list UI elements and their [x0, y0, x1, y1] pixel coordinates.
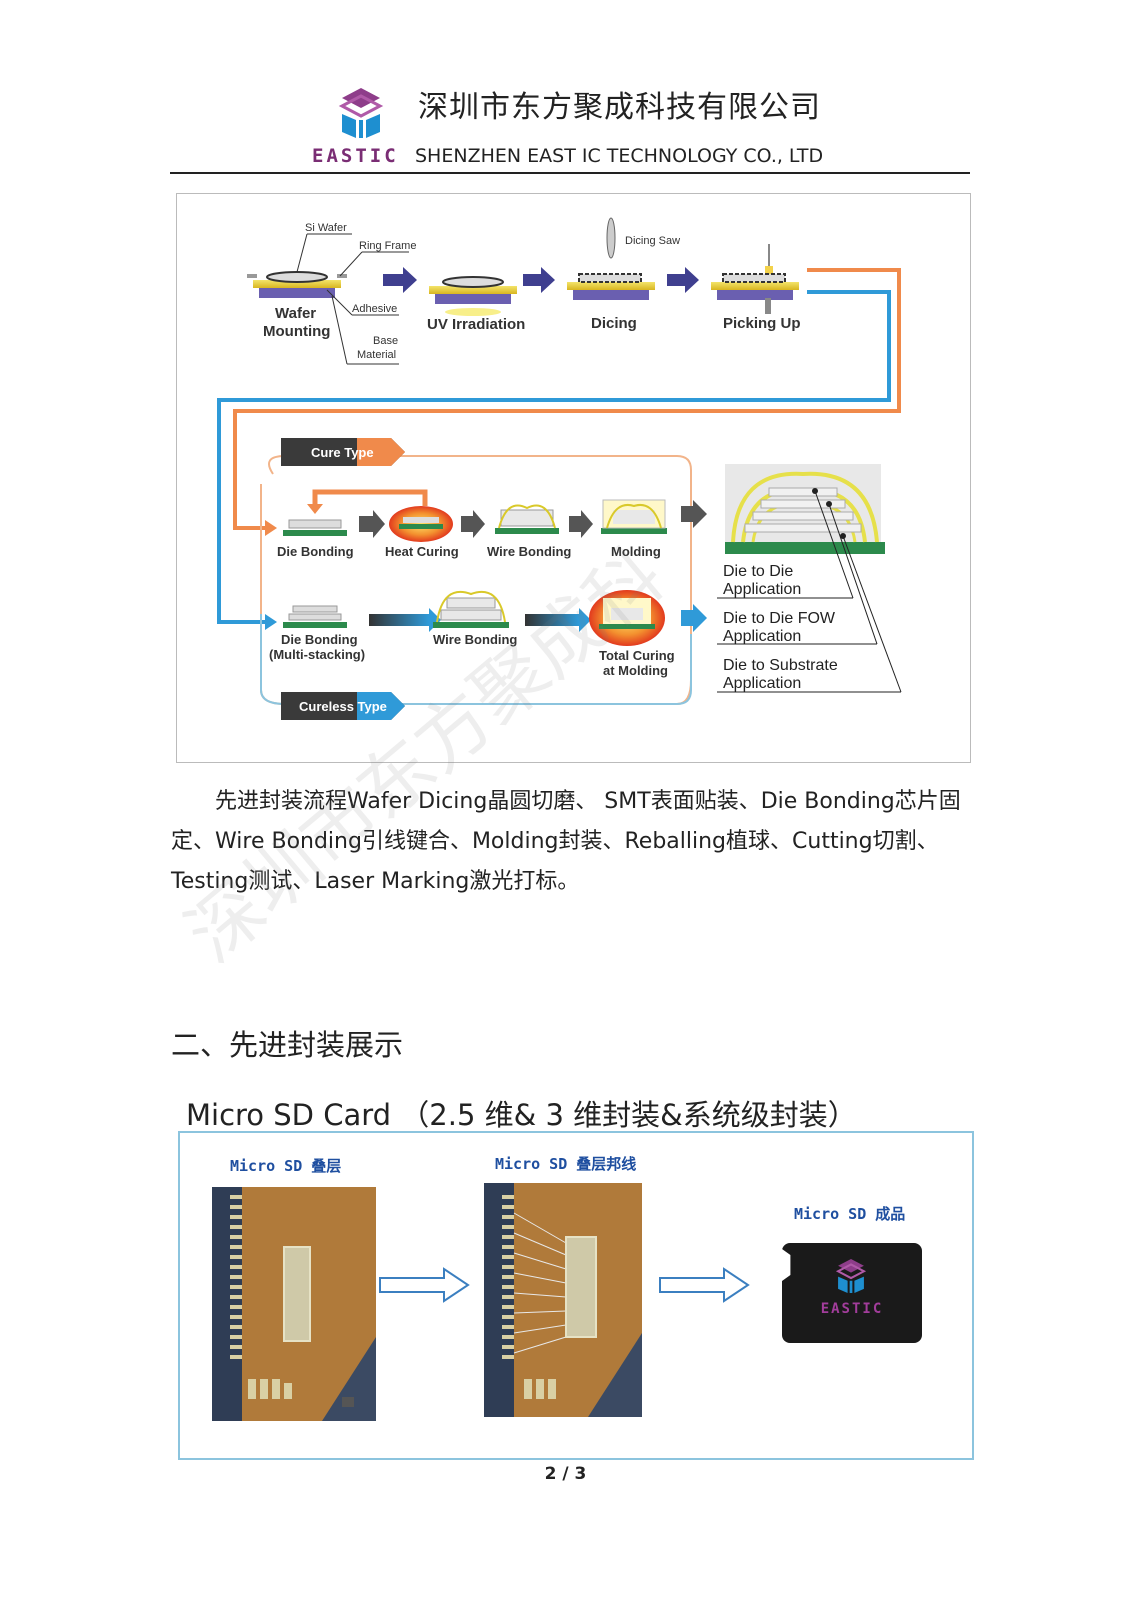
- arrow-right-blue: [681, 604, 707, 632]
- step-dicing: Dicing: [591, 315, 637, 332]
- cure-step-heat-curing: Heat Curing: [385, 544, 459, 559]
- gradient-arrow-body: [369, 614, 429, 626]
- page-number: 2 / 3: [544, 1464, 587, 1484]
- app-d2d-1: Die to Die: [723, 563, 793, 580]
- label-base-material-2: Material: [357, 349, 396, 361]
- arrow-right-outline: [659, 1267, 750, 1303]
- gradient-arrow-body: [525, 614, 579, 626]
- micro-sd-card-product: EASTIC: [782, 1243, 922, 1343]
- wafer-mounting-illustration: [247, 233, 409, 365]
- label-base-material-1: Base: [373, 335, 398, 347]
- company-name-en: SHENZHEN EAST IC TECHNOLOGY CO., LTD: [415, 145, 824, 167]
- heat-curing-illustration: [389, 506, 453, 542]
- arrow-right: [383, 267, 417, 293]
- cureless-step-die-bonding-2: (Multi-stacking): [269, 647, 365, 662]
- dicing-illustration: [567, 217, 655, 300]
- arrow-right: [359, 510, 385, 538]
- uv-irradiation-illustration: [429, 276, 517, 316]
- card-brand: EASTIC: [820, 1301, 884, 1317]
- cureless-type-tag-accent: [357, 692, 405, 720]
- cure-step-wire-bonding: Wire Bonding: [487, 544, 571, 559]
- process-flow-diagram: Si Wafer Ring Frame Adhesive Base Materi…: [217, 217, 902, 720]
- die-bonding-illustration: [283, 519, 347, 536]
- cureless-step-total-curing-2: at Molding: [603, 663, 668, 678]
- picking-up-illustration: [711, 244, 799, 314]
- gradient-arrow-head: [429, 608, 441, 632]
- step-wafer-mounting-2: Mounting: [263, 323, 330, 340]
- die-bonding-multistack-illustration: [283, 605, 347, 628]
- arrow-right: [569, 510, 593, 538]
- process-flow-figure: Si Wafer Ring Frame Adhesive Base Materi…: [176, 193, 971, 763]
- arrow-right: [681, 500, 707, 528]
- app-sub-2: Application: [723, 675, 801, 692]
- sd-wire-bond-photo: [484, 1183, 642, 1417]
- step-picking-up: Picking Up: [723, 315, 801, 332]
- card-logo-icon: [835, 1259, 867, 1293]
- arrow-right: [461, 510, 485, 538]
- header-divider: [170, 172, 970, 174]
- caption-stack: Micro SD 叠层: [230, 1157, 342, 1175]
- sd-stack-photo: [212, 1187, 376, 1421]
- cureless-region-border: [260, 614, 692, 705]
- arrow-right: [667, 267, 699, 293]
- company-logo: [338, 88, 384, 138]
- cureless-step-wire-bonding: Wire Bonding: [433, 632, 517, 647]
- gradient-arrow-head: [579, 608, 591, 632]
- wire-bonding-multistack-illustration: [433, 591, 509, 628]
- intro-paragraph: 先进封装流程Wafer Dicing晶圆切磨、 SMT表面贴装、Die Bond…: [171, 789, 961, 894]
- step-uv-irradiation: UV Irradiation: [427, 316, 525, 333]
- arrow-head-blue: [265, 614, 277, 630]
- return-arrow: [312, 489, 428, 506]
- arrow-right: [523, 267, 555, 293]
- wire-bonding-illustration: [495, 504, 559, 534]
- return-arrow-head: [307, 504, 323, 514]
- total-curing-illustration: [589, 590, 665, 646]
- cureless-step-die-bonding-1: Die Bonding: [281, 632, 358, 647]
- flow-line-cure: [233, 268, 901, 530]
- app-d2d-2: Application: [723, 581, 801, 598]
- flow-line-cureless: [217, 290, 891, 624]
- company-name-cn: 深圳市东方聚成科技有限公司: [418, 90, 821, 125]
- app-sub-1: Die to Substrate: [723, 657, 838, 674]
- cureless-type-label: Cureless Type: [299, 699, 387, 714]
- subsection-heading: Micro SD Card （2.5 维& 3 维封装&系统级封装）: [186, 1098, 857, 1132]
- caption-final-product: Micro SD 成品: [794, 1205, 906, 1223]
- app-fow-1: Die to Die FOW: [723, 610, 836, 627]
- label-ring-frame: Ring Frame: [359, 240, 416, 252]
- stacked-package-illustration: [717, 464, 902, 693]
- label-dicing-saw: Dicing Saw: [625, 235, 680, 247]
- label-si-wafer: Si Wafer: [305, 222, 347, 234]
- arrow-right-outline: [379, 1267, 470, 1303]
- cure-step-die-bonding: Die Bonding: [277, 544, 354, 559]
- caption-wire-bond: Micro SD 叠层邦线: [495, 1155, 637, 1173]
- cureless-step-total-curing-1: Total Curing: [599, 648, 675, 663]
- arrow-head-orange: [265, 520, 277, 536]
- brand-wordmark: EASTIC: [312, 145, 399, 167]
- app-fow-2: Application: [723, 628, 801, 645]
- micro-sd-panel: Micro SD 叠层 Micro SD 叠层邦线 Micro SD 成品: [178, 1131, 974, 1460]
- molding-illustration: [601, 499, 667, 534]
- step-wafer-mounting-1: Wafer: [275, 305, 316, 322]
- cure-step-molding: Molding: [611, 544, 661, 559]
- cure-type-label: Cure Type: [311, 445, 374, 460]
- section-heading: 二、先进封装展示: [171, 1028, 404, 1062]
- label-adhesive: Adhesive: [352, 303, 397, 315]
- cure-type-tag-accent: [357, 438, 405, 466]
